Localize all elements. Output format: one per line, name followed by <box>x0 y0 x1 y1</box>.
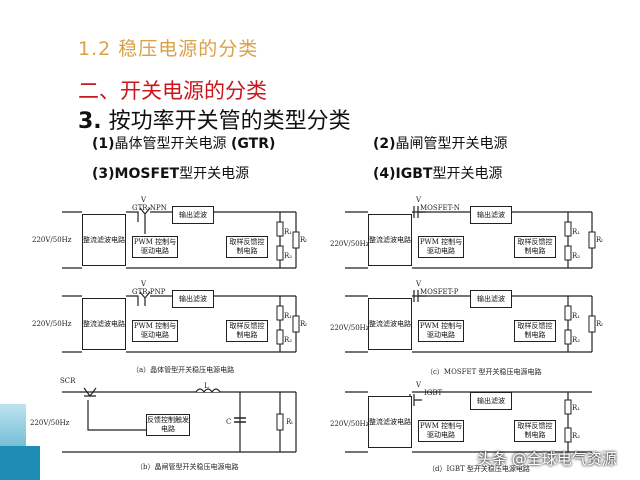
rectifier-block-a2: 整流滤波电路 <box>82 298 126 350</box>
item-igbt-suffix: 型开关电源 <box>432 166 503 182</box>
output-filter-block-c1: 输出滤波 <box>470 206 512 224</box>
capacitor-label: C <box>226 418 232 426</box>
input-label-b: 220V/50Hz <box>30 419 70 427</box>
v-label-d: V <box>416 381 422 389</box>
item-mosfet-prefix: (3) <box>92 166 115 182</box>
r1-label-c1: R₁ <box>572 228 581 236</box>
igbt-label: IGBT <box>424 389 443 397</box>
r2-label-c2: R₂ <box>572 336 581 344</box>
rl-label-b: Rₗ <box>286 418 293 426</box>
item-mosfet-name: MOSFET <box>114 166 180 182</box>
output-filter-block-c2: 输出滤波 <box>470 290 512 308</box>
output-filter-block-a1: 输出滤波 <box>172 206 214 224</box>
item-mosfet-suffix: 型开关电源 <box>179 166 250 182</box>
pwm-block-a1: PWM 控制与驱动电路 <box>132 236 178 258</box>
v-label-c2: V <box>416 280 422 288</box>
rectifier-block-c2: 整流滤波电路 <box>368 298 412 350</box>
r2-label-a2: R₂ <box>284 336 293 344</box>
pwm-block-c1: PWM 控制与驱动电路 <box>418 236 464 258</box>
input-label-c2: 220V/50Hz <box>330 324 370 332</box>
input-label-a2: 220V/50Hz <box>32 320 72 328</box>
feedback-block-d: 取样反馈控制电路 <box>514 420 556 442</box>
item-scr: (2)晶闸管型开关电源 <box>373 133 508 153</box>
item-igbt-name: IGBT <box>395 166 433 182</box>
rectifier-block-d: 整流滤波电路 <box>368 396 412 448</box>
r1-label-a2: R₁ <box>284 312 293 320</box>
v-label-a2: V <box>141 280 147 288</box>
item-scr-prefix: (2) <box>373 136 396 152</box>
caption-d: （d）IGBT 型开关稳压电源电路 <box>428 465 530 473</box>
pwm-block-d: PWM 控制与驱动电路 <box>418 420 464 442</box>
rl-label-a1: Rₗ <box>300 236 307 244</box>
heading-number: 3. <box>78 109 102 134</box>
r2-label-c1: R₂ <box>572 252 581 260</box>
trigger-block: 反馈控制触发电路 <box>146 414 190 436</box>
gtr-npn-label: GTR-NPN <box>132 204 167 212</box>
rectifier-block-a1: 整流滤波电路 <box>82 214 126 266</box>
feedback-block-a2: 取样反馈控制电路 <box>226 320 268 342</box>
item-scr-name: 晶闸管型开关电源 <box>395 136 508 152</box>
v-label-c1: V <box>416 196 422 204</box>
corner-decoration-2 <box>0 446 40 480</box>
output-filter-block-a2: 输出滤波 <box>172 290 214 308</box>
feedback-block-a1: 取样反馈控制电路 <box>226 236 268 258</box>
feedback-block-c2: 取样反馈控制电路 <box>514 320 556 342</box>
gtr-pnp-label: GTR-PNP <box>132 288 166 296</box>
caption-a: （a）晶体管型开关稳压电源电路 <box>132 366 235 374</box>
item-gtr-prefix: (1) <box>92 136 115 152</box>
mosfet-p-label: MOSFET-P <box>420 288 459 296</box>
rl-label-a2: Rₗ <box>300 320 307 328</box>
rl-label-c1: Rₗ <box>596 236 603 244</box>
item-gtr-suffix: (GTR) <box>231 136 276 152</box>
r1-label-c2: R₁ <box>572 312 581 320</box>
subsection-title: 二、开关电源的分类 <box>78 79 267 103</box>
watermark: 头条 @全球电气资源 <box>477 450 617 468</box>
r2-label-a1: R₂ <box>284 252 293 260</box>
heading: 3. 按功率开关管的类型分类 <box>78 103 351 135</box>
r1-label-a1: R₁ <box>284 228 293 236</box>
feedback-block-c1: 取样反馈控制电路 <box>514 236 556 258</box>
rectifier-block-c1: 整流滤波电路 <box>368 214 412 266</box>
output-filter-block-d: 输出滤波 <box>470 392 512 410</box>
item-igbt-prefix: (4) <box>373 166 396 182</box>
section-title: 1.2 稳压电源的分类 <box>78 38 259 60</box>
item-mosfet: (3)MOSFET型开关电源 <box>92 163 249 183</box>
pwm-block-a2: PWM 控制与驱动电路 <box>132 320 178 342</box>
item-igbt: (4)IGBT型开关电源 <box>373 163 502 183</box>
input-label-a1: 220V/50Hz <box>32 236 72 244</box>
item-gtr: (1)晶体管型开关电源 (GTR) <box>92 133 275 153</box>
heading-text: 按功率开关管的类型分类 <box>108 109 351 134</box>
rl-label-c2: Rₗ <box>596 320 603 328</box>
input-label-c1: 220V/50Hz <box>330 240 370 248</box>
r2-label-d: R₂ <box>572 432 581 440</box>
caption-b: （b）晶闸管型开关稳压电源电路 <box>136 463 239 471</box>
scr-label: SCR <box>60 377 76 385</box>
r1-label-d: R₁ <box>572 404 581 412</box>
v-label-a1: V <box>141 196 147 204</box>
inductor-label: L <box>204 382 209 390</box>
input-label-d: 220V/50Hz <box>330 420 370 428</box>
caption-c: （c）MOSFET 型开关稳压电源电路 <box>426 368 542 376</box>
mosfet-n-label: MOSFET-N <box>420 204 460 212</box>
pwm-block-c2: PWM 控制与驱动电路 <box>418 320 464 342</box>
item-gtr-name: 晶体管型开关电源 <box>114 136 227 152</box>
